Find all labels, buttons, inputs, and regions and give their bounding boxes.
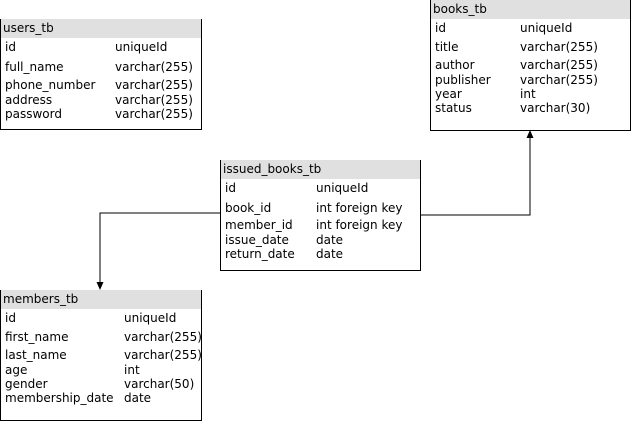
field-type: varchar(50) bbox=[124, 377, 195, 391]
field-type: varchar(255) bbox=[115, 93, 193, 107]
issued-books-table-title: issued_books_tb bbox=[221, 160, 420, 179]
field-type: varchar(30) bbox=[520, 101, 591, 115]
field-name: issue_date bbox=[225, 233, 289, 247]
arrow-down-icon bbox=[96, 282, 104, 290]
field-name: id bbox=[225, 181, 236, 195]
field-type: varchar(255) bbox=[115, 107, 193, 121]
field-name: id bbox=[5, 40, 16, 54]
field-name: membership_date bbox=[5, 391, 114, 405]
field-name: address bbox=[5, 93, 53, 107]
field-name: full_name bbox=[5, 60, 64, 74]
field-name: book_id bbox=[225, 201, 272, 215]
field-name: return_date bbox=[225, 247, 295, 261]
field-type: date bbox=[316, 247, 344, 261]
field-type: int bbox=[124, 363, 140, 377]
members-table[interactable]: members_tb id uniqueId first_name varcha… bbox=[0, 290, 202, 421]
field-name: gender bbox=[5, 377, 48, 391]
issued-to-members-connector bbox=[99, 212, 220, 284]
users-table[interactable]: users_tb id uniqueId full_name varchar(2… bbox=[0, 19, 202, 130]
field-type: varchar(255) bbox=[520, 40, 598, 54]
field-name: last_name bbox=[5, 348, 67, 362]
field-type: int bbox=[520, 87, 536, 101]
arrow-up-icon bbox=[526, 130, 534, 138]
field-name: phone_number bbox=[5, 78, 96, 92]
members-table-title: members_tb bbox=[1, 290, 201, 309]
field-type: uniqueId bbox=[520, 21, 573, 35]
issued-to-books-connector bbox=[421, 137, 531, 216]
field-type: varchar(255) bbox=[124, 330, 202, 344]
field-type: varchar(255) bbox=[115, 78, 193, 92]
field-type: uniqueId bbox=[316, 181, 369, 195]
field-name: title bbox=[435, 40, 459, 54]
field-name: id bbox=[5, 311, 16, 325]
field-type: date bbox=[316, 233, 344, 247]
books-table[interactable]: books_tb id uniqueId title varchar(255) … bbox=[430, 0, 631, 131]
field-name: age bbox=[5, 363, 28, 377]
field-name: publisher bbox=[435, 73, 491, 87]
field-type: varchar(255) bbox=[115, 60, 193, 74]
books-table-title: books_tb bbox=[431, 0, 630, 19]
field-type: varchar(255) bbox=[520, 73, 598, 87]
field-type: date bbox=[124, 391, 152, 405]
issued-books-table[interactable]: issued_books_tb id uniqueId book_id int … bbox=[220, 160, 421, 271]
field-name: author bbox=[435, 58, 475, 72]
field-type: uniqueId bbox=[115, 40, 168, 54]
field-name: id bbox=[435, 21, 446, 35]
field-name: status bbox=[435, 101, 472, 115]
users-table-title: users_tb bbox=[1, 19, 201, 38]
field-name: member_id bbox=[225, 218, 293, 232]
field-name: year bbox=[435, 87, 462, 101]
field-type: int foreign key bbox=[316, 201, 403, 215]
field-name: password bbox=[5, 107, 62, 121]
field-type: varchar(255) bbox=[124, 348, 202, 362]
field-type: uniqueId bbox=[124, 311, 177, 325]
field-name: first_name bbox=[5, 330, 69, 344]
field-type: int foreign key bbox=[316, 218, 403, 232]
field-type: varchar(255) bbox=[520, 58, 598, 72]
